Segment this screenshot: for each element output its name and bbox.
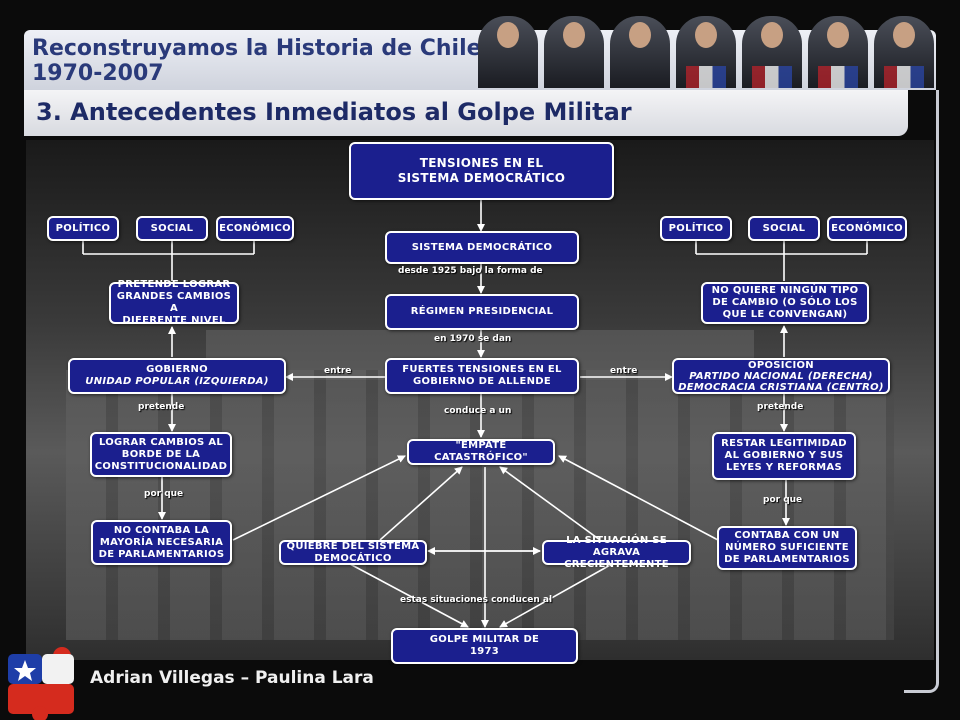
node-empate-catastrofico: "EMPATE CATASTRÓFICO" [407, 439, 555, 465]
header-title-line1: Reconstruyamos la Historia de Chile [32, 36, 482, 61]
frame-border [904, 90, 939, 693]
slide-subtitle: 3. Antecedentes Inmediatos al Golpe Mili… [36, 98, 632, 126]
node-left-economico: ECONÓMICO [216, 216, 294, 241]
gobierno-line2: UNIDAD POPULAR (IZQUIERDA) [85, 376, 269, 387]
node-right-politico: POLÍTICO [660, 216, 732, 241]
subtitle-bar [24, 90, 908, 136]
link-label-pretende-left: pretende [138, 402, 185, 412]
node-left-social: SOCIAL [136, 216, 208, 241]
portrait-1 [478, 16, 538, 88]
node-agrava: LA SITUACIÓN SE AGRAVA CRECIENTEMENTE [542, 535, 691, 570]
portrait-5 [742, 16, 802, 88]
link-label-conduce: conduce a un [444, 406, 512, 416]
node-oposicion: OPOSICIÓN PARTIDO NACIONAL (DERECHA) DEM… [672, 358, 890, 394]
link-label-entre-left: entre [324, 366, 352, 376]
header-title: Reconstruyamos la Historia de Chile 1970… [32, 36, 482, 86]
portrait-2 [544, 16, 604, 88]
link-label-pretende-right: pretende [757, 402, 804, 412]
node-tensiones: TENSIONES EN EL SISTEMA DEMOCRÁTICO [349, 142, 614, 200]
node-sistema-democratico: SISTEMA DEMOCRÁTICO [385, 231, 579, 264]
link-label-estas-situaciones: estas situaciones conducen al [400, 595, 553, 605]
portrait-6 [808, 16, 868, 88]
node-gobierno-up: GOBIERNO UNIDAD POPULAR (IZQUIERDA) [68, 358, 286, 394]
node-golpe-militar: GOLPE MILITAR DE 1973 [391, 628, 578, 664]
portrait-3 [610, 16, 670, 88]
node-right-social: SOCIAL [748, 216, 820, 241]
node-lograr-cambios: LOGRAR CAMBIOS AL BORDE DE LA CONSTITUCI… [90, 432, 232, 477]
oposicion-line1: OPOSICIÓN [748, 359, 814, 371]
footer-authors: Adrian Villegas – Paulina Lara [90, 668, 374, 688]
portrait-7 [874, 16, 934, 88]
node-fuertes-tensiones: FUERTES TENSIONES EN EL GOBIERNO DE ALLE… [385, 358, 579, 394]
node-no-contaba: NO CONTABA LA MAYORÍA NECESARIA DE PARLA… [91, 520, 232, 565]
presidents-portraits [478, 14, 934, 88]
node-pretende-lograr: PRETENDE LOGRAR GRANDES CAMBIOS A DIFERE… [109, 279, 239, 326]
oposicion-line3: DEMOCRACIA CRISTIANA (CENTRO) [678, 381, 884, 393]
gobierno-line1: GOBIERNO [146, 364, 208, 375]
header-title-line2: 1970-2007 [32, 61, 164, 86]
link-label-desde: desde 1925 bajo la forma de [398, 266, 543, 276]
oposicion-line2: PARTIDO NACIONAL (DERECHA) [689, 370, 873, 382]
node-right-economico: ECONÓMICO [827, 216, 907, 241]
node-contaba: CONTABA CON UN NÚMERO SUFICIENTE DE PARL… [717, 526, 857, 570]
link-label-porque-right: por que [763, 495, 803, 505]
node-left-politico: POLÍTICO [47, 216, 119, 241]
node-regimen-presidencial: RÉGIMEN PRESIDENCIAL [385, 294, 579, 330]
link-label-en1970: en 1970 se dan [434, 334, 512, 344]
portrait-4 [676, 16, 736, 88]
node-no-quiere: NO QUIERE NINGÚN TIPO DE CAMBIO (O SÓLO … [701, 282, 869, 324]
link-label-porque-left: por que [144, 489, 184, 499]
node-quiebre: QUIEBRE DEL SISTEMA DEMOCÁTICO [279, 540, 427, 565]
photo-building [66, 370, 894, 640]
chile-flag-puzzle-logo [8, 647, 74, 720]
link-label-entre-right: entre [610, 366, 638, 376]
node-restar-legitimidad: RESTAR LEGITIMIDAD AL GOBIERNO Y SUS LEY… [712, 432, 856, 480]
